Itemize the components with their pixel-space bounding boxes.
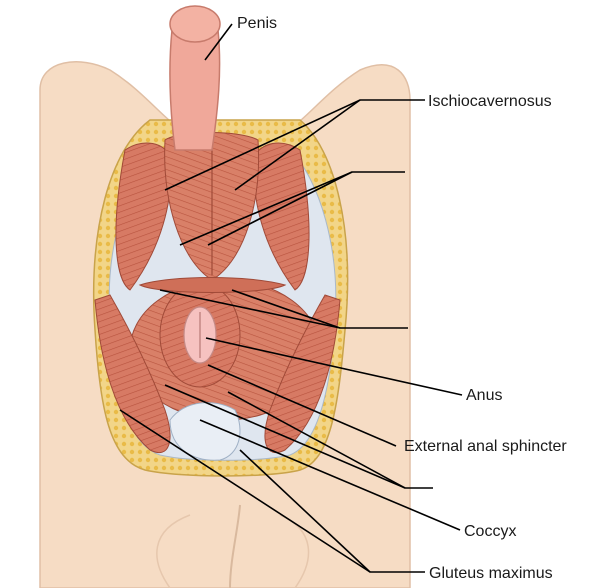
label-penis: Penis	[237, 15, 277, 32]
label-coccyx: Coccyx	[464, 523, 516, 540]
label-gluteus-maximus: Gluteus maximus	[429, 565, 553, 582]
label-ischiocavernosus: Ischiocavernosus	[428, 93, 552, 110]
label-anus: Anus	[466, 387, 502, 404]
label-external-anal-sphincter: External anal sphincter	[404, 438, 567, 455]
penis-glans	[170, 6, 220, 42]
